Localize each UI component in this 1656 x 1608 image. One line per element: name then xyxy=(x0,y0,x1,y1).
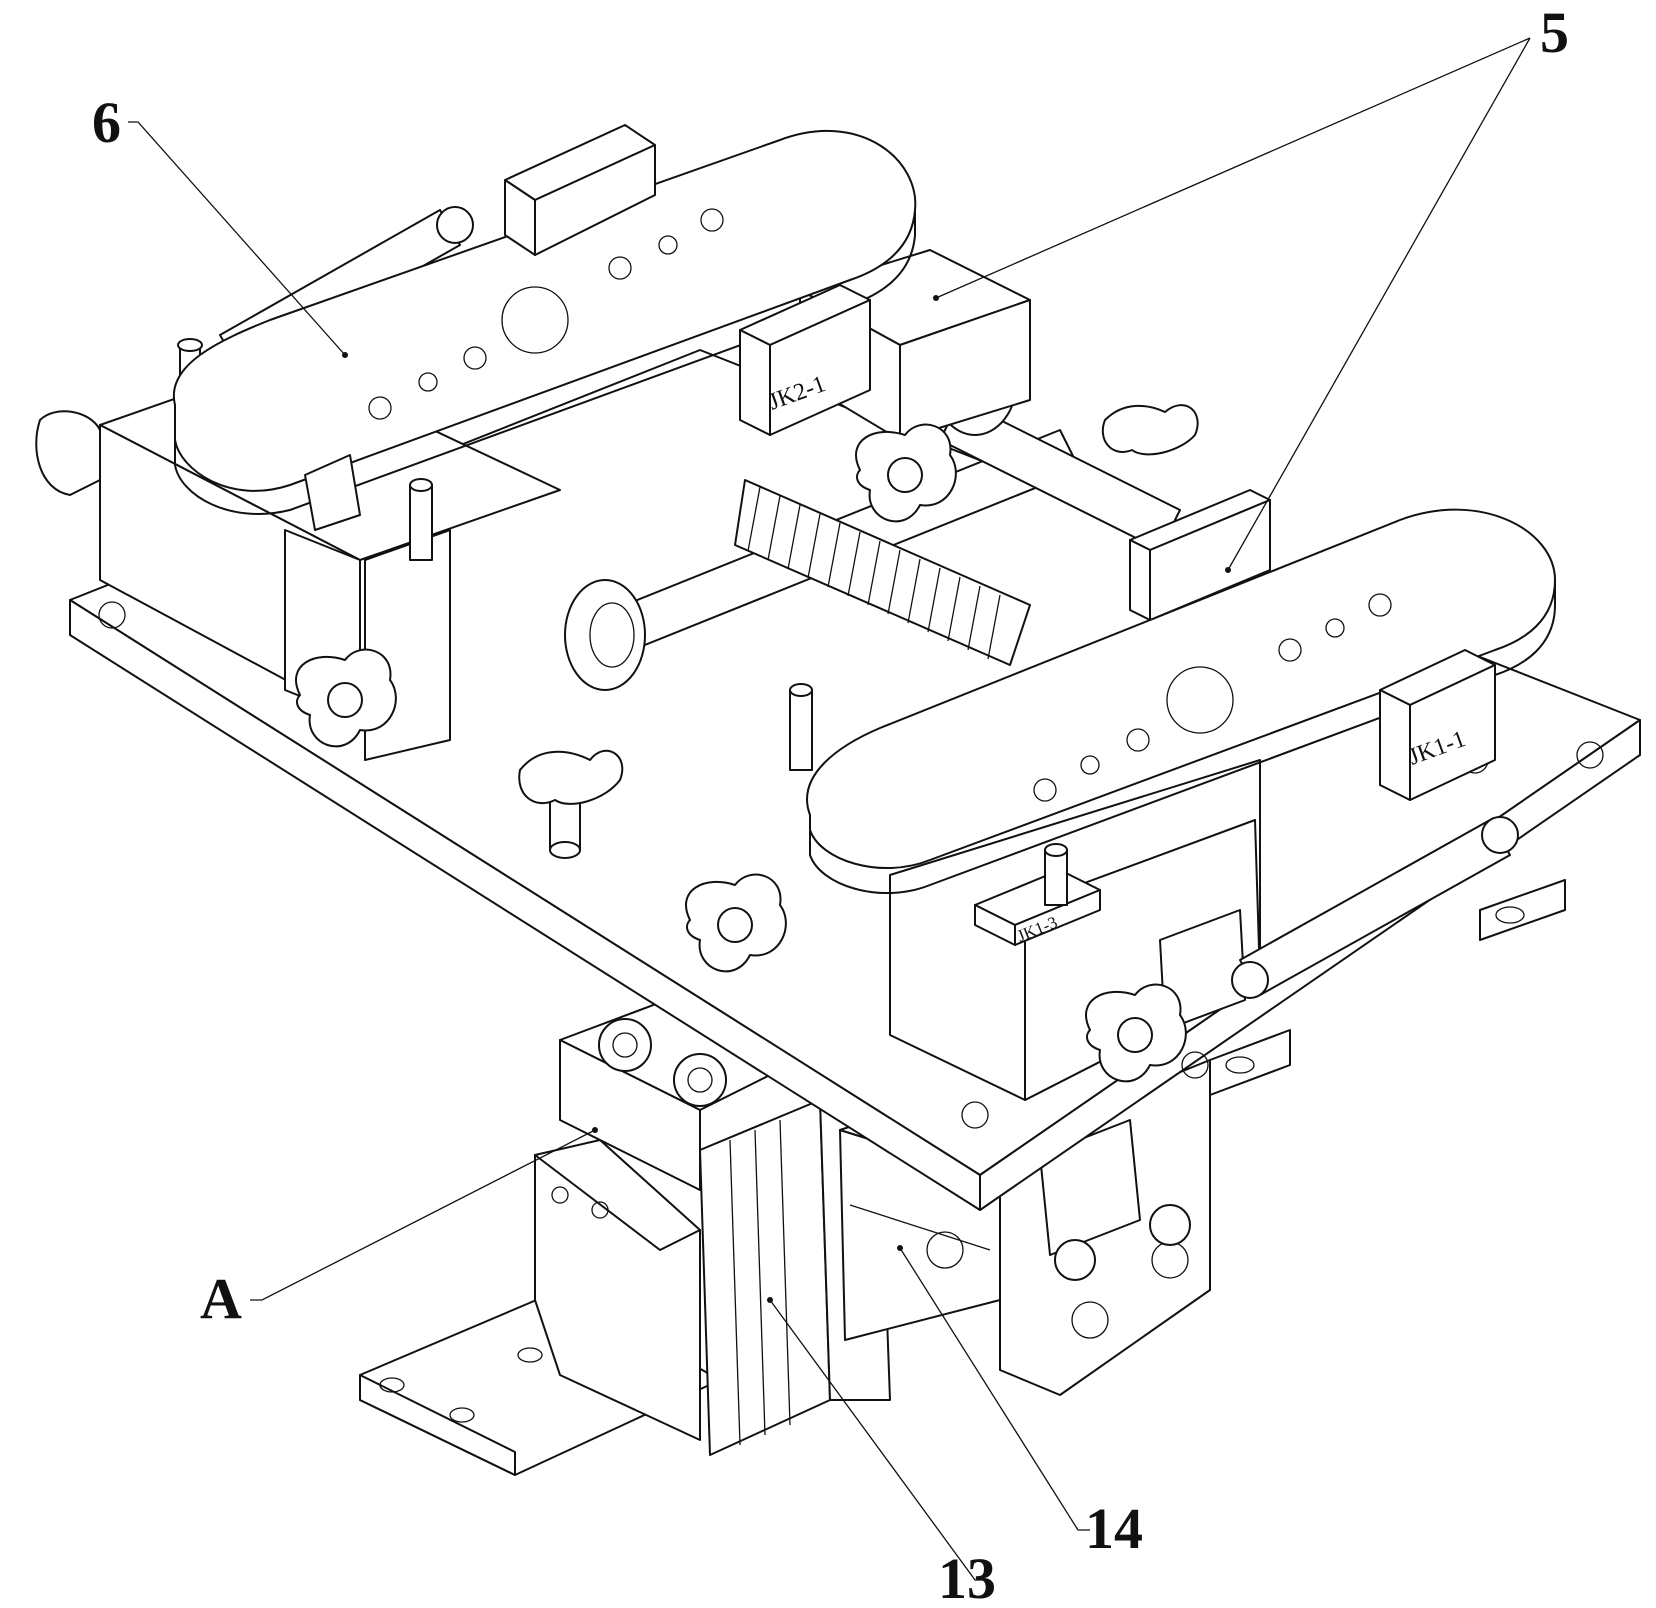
leader-5a xyxy=(936,38,1530,298)
leader-dot-5b xyxy=(1225,567,1231,573)
leader-dot-a xyxy=(592,1127,598,1133)
leader-dot-6 xyxy=(342,352,348,358)
callout-6: 6 xyxy=(92,90,121,155)
leader-dot-14 xyxy=(897,1245,903,1251)
callout-13: 13 xyxy=(938,1546,996,1608)
callout-14: 14 xyxy=(1085,1496,1143,1561)
callout-5: 5 xyxy=(1540,0,1569,65)
leader-dot-13 xyxy=(767,1297,773,1303)
leader-5b xyxy=(1228,38,1530,570)
lower-bracket xyxy=(360,1140,720,1475)
leader-dot-5a xyxy=(933,295,939,301)
callout-a: A xyxy=(200,1266,242,1331)
